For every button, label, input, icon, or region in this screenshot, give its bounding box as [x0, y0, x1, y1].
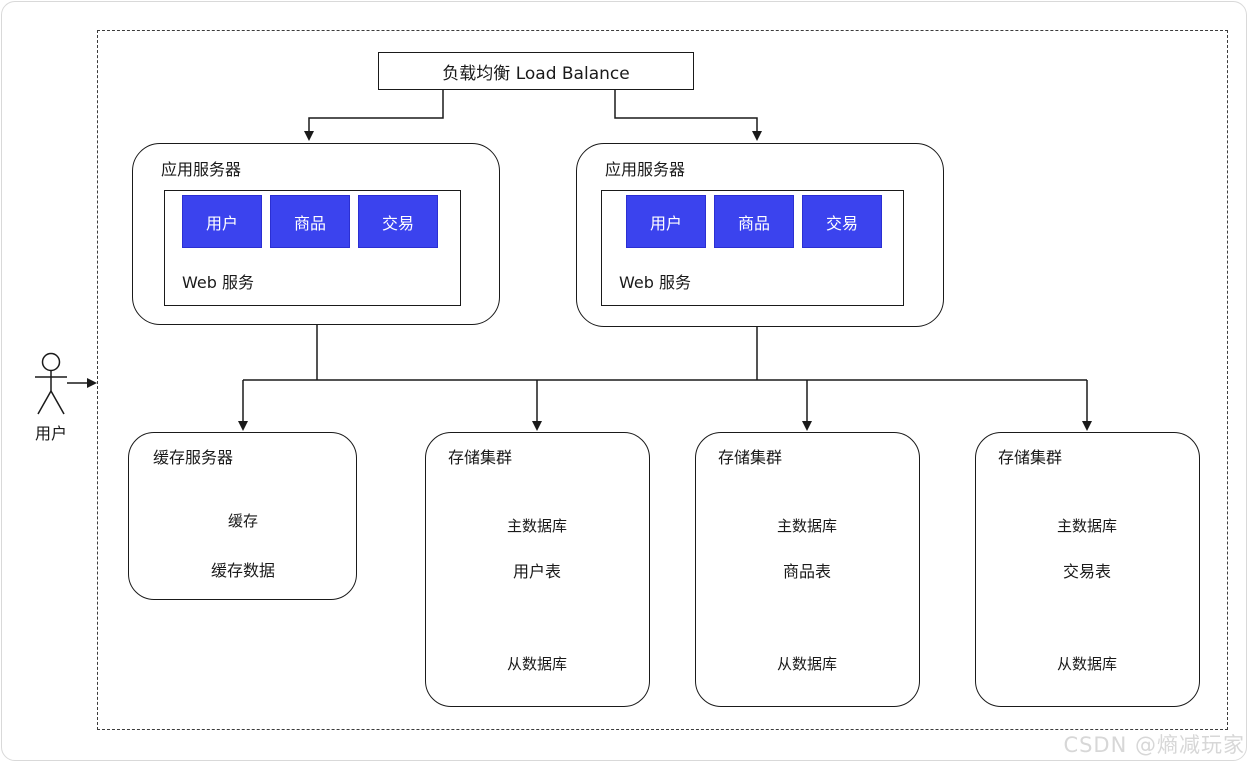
table-caption: 商品表	[782, 562, 832, 581]
arrowheads	[87, 131, 1092, 431]
module-product: 商品	[714, 195, 794, 248]
connectors	[242, 90, 1088, 422]
storage-cluster-title: 存储集群	[998, 448, 1063, 467]
lb-to-appserver2-connector	[614, 90, 758, 132]
storage-cluster-node: 存储集群	[975, 432, 1200, 707]
master-db-label: 主数据库	[1056, 517, 1118, 535]
load-balancer-label: 负载均衡 Load Balance	[442, 63, 630, 84]
module-product: 商品	[270, 195, 350, 248]
system-boundary	[97, 30, 1228, 730]
arrowhead-down-icon	[752, 131, 762, 141]
slave-db-label: 从数据库	[1056, 655, 1118, 673]
web-service-box: 用户 商品 交易 Web 服务	[601, 190, 904, 306]
lb-to-appserver1-connector	[308, 90, 444, 132]
slave-db-label: 从数据库	[776, 655, 838, 673]
slave-db-label: 从数据库	[506, 655, 568, 673]
arrowhead-down-icon	[238, 421, 248, 431]
storage-cluster-title: 存储集群	[448, 448, 513, 467]
cache-cylinder-label: 缓存	[227, 512, 259, 530]
arrowhead-right-icon	[87, 378, 97, 388]
module-user: 用户	[182, 195, 262, 248]
master-db-label: 主数据库	[776, 517, 838, 535]
table-caption: 用户表	[512, 562, 562, 581]
app-server-title: 应用服务器	[161, 160, 242, 179]
storage-cluster-node: 存储集群	[695, 432, 920, 707]
module-trade: 交易	[802, 195, 882, 248]
watermark: CSDN @熵减玩家	[1063, 733, 1245, 757]
table-caption: 交易表	[1062, 562, 1112, 581]
arrowhead-down-icon	[532, 421, 542, 431]
arrowhead-down-icon	[304, 131, 314, 141]
web-service-label: Web 服务	[182, 273, 254, 292]
module-user: 用户	[626, 195, 706, 248]
web-service-box: 用户 商品 交易 Web 服务	[164, 190, 461, 306]
module-trade: 交易	[358, 195, 438, 248]
master-db-label: 主数据库	[506, 517, 568, 535]
app-server-node: 应用服务器 用户 商品 交易 Web 服务	[576, 143, 944, 327]
app-server-node: 应用服务器 用户 商品 交易 Web 服务	[132, 143, 500, 325]
cache-server-node: 缓存服务器	[128, 432, 357, 600]
storage-cluster-node: 存储集群	[425, 432, 650, 707]
arrowhead-down-icon	[802, 421, 812, 431]
user-actor-icon	[35, 352, 88, 415]
cache-server-title: 缓存服务器	[153, 448, 234, 467]
load-balancer-node: 负载均衡 Load Balance	[378, 52, 694, 90]
web-service-label: Web 服务	[619, 273, 691, 292]
cache-data-caption: 缓存数据	[210, 561, 276, 580]
storage-cluster-title: 存储集群	[718, 448, 783, 467]
app-server-title: 应用服务器	[605, 160, 686, 179]
arrowhead-down-icon	[1082, 421, 1092, 431]
user-actor-label: 用户	[34, 424, 68, 443]
